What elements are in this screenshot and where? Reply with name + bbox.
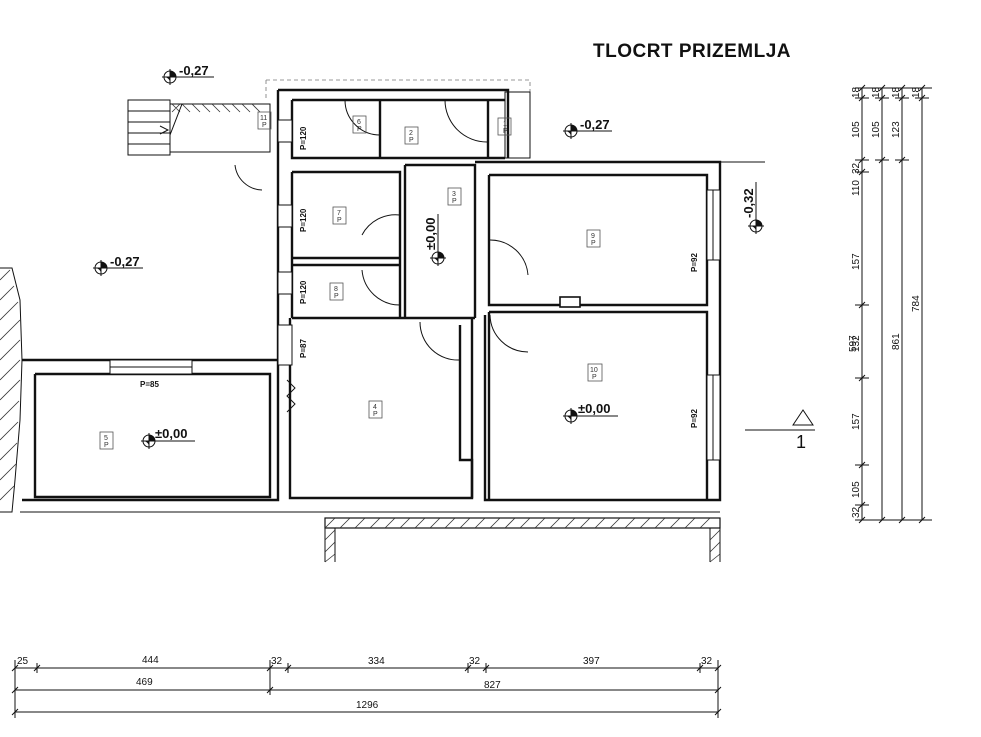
svg-text:9: 9 xyxy=(591,233,595,240)
svg-text:784: 784 xyxy=(911,295,922,312)
svg-text:1296: 1296 xyxy=(356,700,379,711)
level-marker-4: -0,32 xyxy=(741,182,764,234)
opening-labels: P=120 P=120 P=120 P=87 P=85 P=92 P=92 xyxy=(140,126,699,428)
level-marker-6: ±0,00 xyxy=(563,401,618,424)
svg-text:P=92: P=92 xyxy=(690,409,699,428)
svg-text:2: 2 xyxy=(409,130,413,137)
walls xyxy=(22,88,722,502)
room-tag-9: 9P xyxy=(586,229,601,248)
svg-text:P: P xyxy=(262,122,267,129)
room-tag-11: 11P xyxy=(257,111,272,130)
level-marker-2: -0,27 xyxy=(563,117,612,139)
svg-text:-0,27: -0,27 xyxy=(110,254,140,269)
room-tag-10: 10P xyxy=(587,363,603,382)
svg-text:11: 11 xyxy=(260,115,267,122)
plan-title: TLOCRT PRIZEMLJA xyxy=(593,41,791,62)
room-tag-4: 4P xyxy=(368,400,383,419)
svg-text:444: 444 xyxy=(142,655,159,666)
dim-ticks-bottom xyxy=(11,660,722,718)
svg-text:861: 861 xyxy=(891,333,902,350)
svg-text:10: 10 xyxy=(590,367,598,374)
svg-text:6: 6 xyxy=(357,119,361,126)
svg-text:105: 105 xyxy=(871,121,882,138)
dimensions-bottom: 25 444 32 334 32 397 32 469 827 1296 xyxy=(11,655,722,718)
svg-text:32: 32 xyxy=(701,656,713,667)
svg-text:P: P xyxy=(357,126,362,133)
svg-text:P: P xyxy=(503,128,508,135)
level-marker-3: -0,27 xyxy=(93,254,143,276)
svg-text:32: 32 xyxy=(469,656,481,667)
svg-text:18: 18 xyxy=(911,86,922,98)
svg-text:1: 1 xyxy=(796,432,806,452)
level-marker-1: -0,27 xyxy=(162,63,214,85)
room-tag-8: 8P xyxy=(329,282,344,301)
svg-text:P: P xyxy=(334,293,339,300)
svg-text:8: 8 xyxy=(334,286,338,293)
room-tags: 6P 2P 1P 11P 3P 7P 8P 9P 10P 4P 5P xyxy=(99,111,603,450)
svg-text:P=120: P=120 xyxy=(299,280,308,304)
svg-text:105: 105 xyxy=(851,481,862,498)
entrance-stair xyxy=(127,99,271,156)
room-tag-3: 3P xyxy=(447,187,462,206)
svg-text:P=85: P=85 xyxy=(140,380,159,389)
windows xyxy=(109,119,721,461)
svg-text:±0,00: ±0,00 xyxy=(578,401,610,416)
room-tag-7: 7P xyxy=(332,206,347,225)
svg-text:±0,00: ±0,00 xyxy=(423,218,438,250)
level-marker-7: ±0,00 xyxy=(141,426,195,449)
dimensions-right: 18 105 32 110 157 132 157 105 32 18 105 … xyxy=(848,84,932,524)
svg-text:123: 123 xyxy=(891,121,902,138)
svg-text:110: 110 xyxy=(851,180,862,196)
svg-text:597: 597 xyxy=(848,335,859,352)
lower-wall xyxy=(324,517,721,563)
svg-text:25: 25 xyxy=(17,656,29,667)
svg-text:P=120: P=120 xyxy=(299,208,308,232)
doors xyxy=(234,99,529,413)
svg-text:157: 157 xyxy=(851,413,862,430)
svg-text:3: 3 xyxy=(452,191,456,198)
svg-text:-0,27: -0,27 xyxy=(580,117,610,132)
svg-text:5: 5 xyxy=(104,435,108,442)
svg-text:827: 827 xyxy=(484,680,501,691)
svg-text:469: 469 xyxy=(136,677,153,688)
svg-text:P=87: P=87 xyxy=(299,339,308,358)
svg-text:18: 18 xyxy=(851,86,862,98)
svg-text:P: P xyxy=(409,137,414,144)
svg-text:P: P xyxy=(337,217,342,224)
svg-text:4: 4 xyxy=(373,404,377,411)
svg-text:7: 7 xyxy=(337,210,341,217)
svg-text:P: P xyxy=(591,240,596,247)
svg-text:157: 157 xyxy=(851,253,862,270)
room-tag-6: 6P xyxy=(352,115,367,134)
svg-text:32: 32 xyxy=(851,506,862,518)
svg-text:32: 32 xyxy=(851,162,862,174)
svg-text:18: 18 xyxy=(891,86,902,98)
section-marker-1: 1 xyxy=(745,409,815,452)
svg-text:P: P xyxy=(104,442,109,449)
svg-text:32: 32 xyxy=(271,656,283,667)
room-tag-5: 5P xyxy=(99,431,114,450)
svg-text:-0,32: -0,32 xyxy=(741,188,756,218)
svg-text:P=92: P=92 xyxy=(690,253,699,272)
svg-text:132: 132 xyxy=(851,335,862,352)
svg-text:18: 18 xyxy=(871,86,882,98)
room-tag-1: 1P xyxy=(497,117,512,136)
svg-text:334: 334 xyxy=(368,656,385,667)
svg-text:P=120: P=120 xyxy=(299,126,308,150)
svg-text:P: P xyxy=(592,374,597,381)
boundary-wall-left xyxy=(0,267,23,513)
svg-text:P: P xyxy=(373,411,378,418)
svg-text:105: 105 xyxy=(851,121,862,138)
svg-text:±0,00: ±0,00 xyxy=(155,426,187,441)
svg-text:397: 397 xyxy=(583,656,600,667)
svg-text:P: P xyxy=(452,198,457,205)
level-markers: -0,27 -0,27 -0,27 -0,32 xyxy=(93,63,764,449)
svg-text:-0,27: -0,27 xyxy=(179,63,209,78)
svg-text:1: 1 xyxy=(503,121,507,128)
room-tag-2: 2P xyxy=(404,126,419,145)
level-marker-5: ±0,00 xyxy=(423,214,446,266)
dim-ticks-right xyxy=(855,84,932,524)
